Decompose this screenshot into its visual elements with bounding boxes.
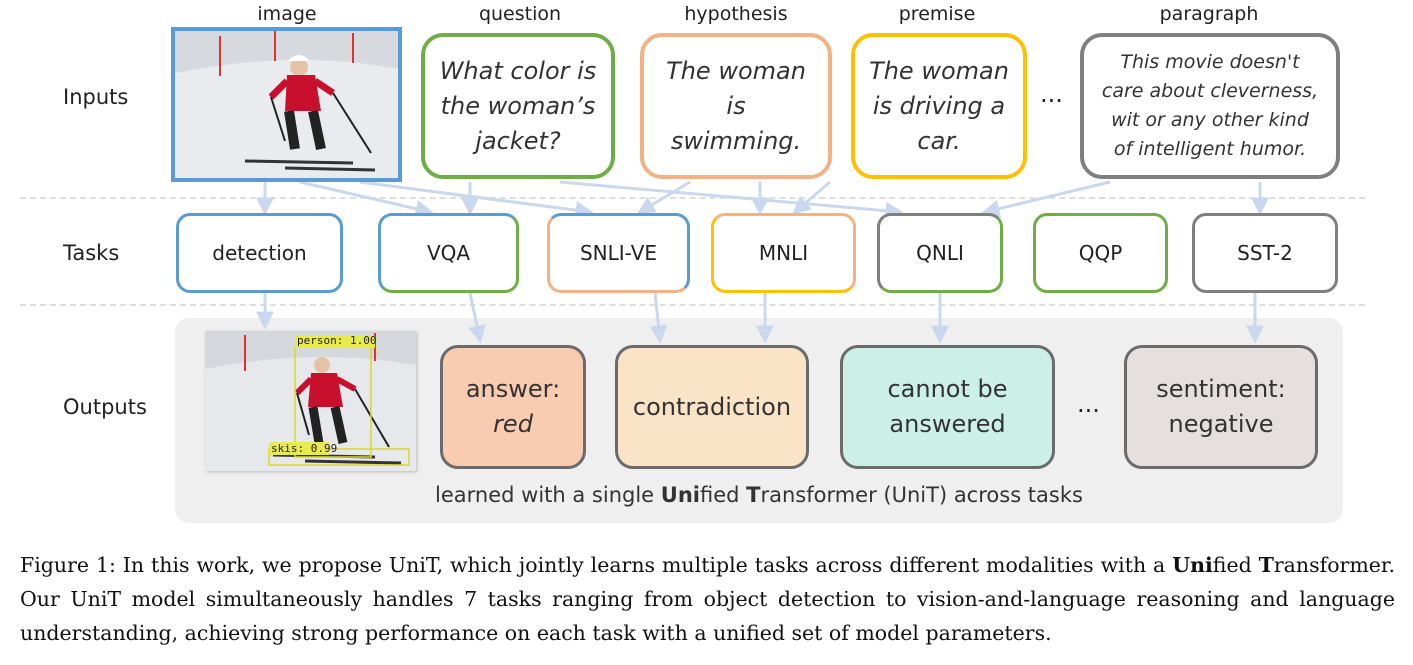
arrow-vqa-output — [468, 292, 486, 344]
detection-label-person: person: 1.00 — [297, 334, 377, 347]
connection-arrows — [256, 180, 1269, 344]
output-snli-text: contradiction — [632, 392, 792, 421]
output-qnli-text: cannot be answered — [887, 375, 1008, 438]
panel-footer-uni: Uni — [660, 483, 700, 507]
separator-bottom — [20, 304, 1365, 306]
task-qqp: QQP — [1033, 213, 1168, 293]
task-mnli: MNLI — [711, 213, 856, 293]
outputs-ellipsis: ... — [1077, 390, 1100, 418]
col-label-hypothesis: hypothesis — [684, 3, 788, 25]
caption-bold-uni: Uni — [1172, 553, 1213, 577]
separator-top — [20, 197, 1365, 199]
task-snli-ve-label: SNLI-VE — [579, 241, 658, 265]
detection-label-skis: skis: 0.99 — [271, 442, 338, 455]
input-premise: The woman is driving a car. — [851, 33, 1027, 179]
arrow-snli-output — [649, 292, 668, 344]
arrow-question-qnli — [559, 180, 904, 220]
panel-footer-t-rest: ransformer (UniT) across tasks — [760, 483, 1083, 507]
output-sst-prefix: sentiment: — [1156, 375, 1286, 403]
row-label-inputs: Inputs — [63, 85, 129, 109]
task-sst-2: SST-2 — [1192, 213, 1338, 293]
output-sst-value: negative — [1168, 410, 1274, 438]
input-paragraph: This movie doesn't care about cleverness… — [1080, 33, 1340, 179]
input-premise-text: The woman is driving a car. — [869, 56, 1009, 155]
output-vqa-prefix: answer: — [465, 375, 561, 403]
col-label-image: image — [257, 3, 317, 25]
caption-part-2: fied — [1212, 553, 1259, 577]
input-hypothesis: The woman is swimming. — [640, 33, 832, 179]
task-mnli-label: MNLI — [758, 241, 809, 265]
input-paragraph-text: This movie doesn't care about cleverness… — [1101, 51, 1319, 160]
input-hypothesis-text: The woman is swimming. — [666, 56, 806, 155]
input-image-skier — [171, 27, 402, 182]
arrow-image-snli — [359, 180, 594, 220]
output-detection-image: person: 1.00 skis: 0.99 — [205, 331, 416, 471]
task-qqp-label: QQP — [1078, 241, 1123, 265]
figure-caption: Figure 1: In this work, we propose UniT,… — [20, 548, 1395, 650]
output-vqa-answer: answer: red — [440, 345, 586, 469]
task-detection-label: detection — [212, 241, 307, 265]
task-detection: detection — [176, 213, 343, 293]
task-snli-ve: SNLI-VE — [547, 213, 690, 293]
output-snli-contradiction: contradiction — [615, 345, 809, 469]
arrow-premise-mnli — [792, 180, 831, 215]
col-label-paragraph: paragraph — [1159, 3, 1259, 25]
panel-footer: learned with a single Unified Transforme… — [175, 483, 1343, 507]
inputs-ellipsis: ... — [1040, 80, 1063, 108]
caption-bold-t: T — [1258, 553, 1274, 577]
input-question-text: What color is the woman’s jacket? — [439, 56, 597, 155]
output-sst-sentiment: sentiment: negative — [1124, 345, 1318, 469]
col-label-question: question — [478, 3, 562, 25]
col-label-premise: premise — [898, 3, 976, 25]
task-vqa-label: VQA — [426, 241, 471, 265]
caption-part-3: ransformer. Our UniT model simultaneousl… — [20, 553, 1395, 645]
panel-footer-uni-rest: fied — [699, 483, 747, 507]
row-label-outputs: Outputs — [63, 395, 147, 419]
task-sst-2-label: SST-2 — [1237, 241, 1293, 265]
caption-part-1: Figure 1: In this work, we propose UniT,… — [20, 553, 1173, 577]
task-vqa: VQA — [378, 213, 519, 293]
arrow-paragraph-qnli — [981, 180, 1111, 218]
panel-footer-t: T — [746, 483, 761, 507]
row-label-tasks: Tasks — [63, 241, 120, 265]
panel-footer-pre: learned with a single — [435, 483, 661, 507]
task-qnli: QNLI — [877, 213, 1003, 293]
output-vqa-value: red — [493, 410, 533, 438]
input-question: What color is the woman’s jacket? — [421, 33, 615, 179]
output-qnli: cannot be answered — [840, 345, 1055, 469]
task-qnli-label: QNLI — [916, 241, 964, 265]
arrow-hypothesis-snli — [636, 180, 691, 214]
arrow-image-vqa — [299, 180, 434, 218]
